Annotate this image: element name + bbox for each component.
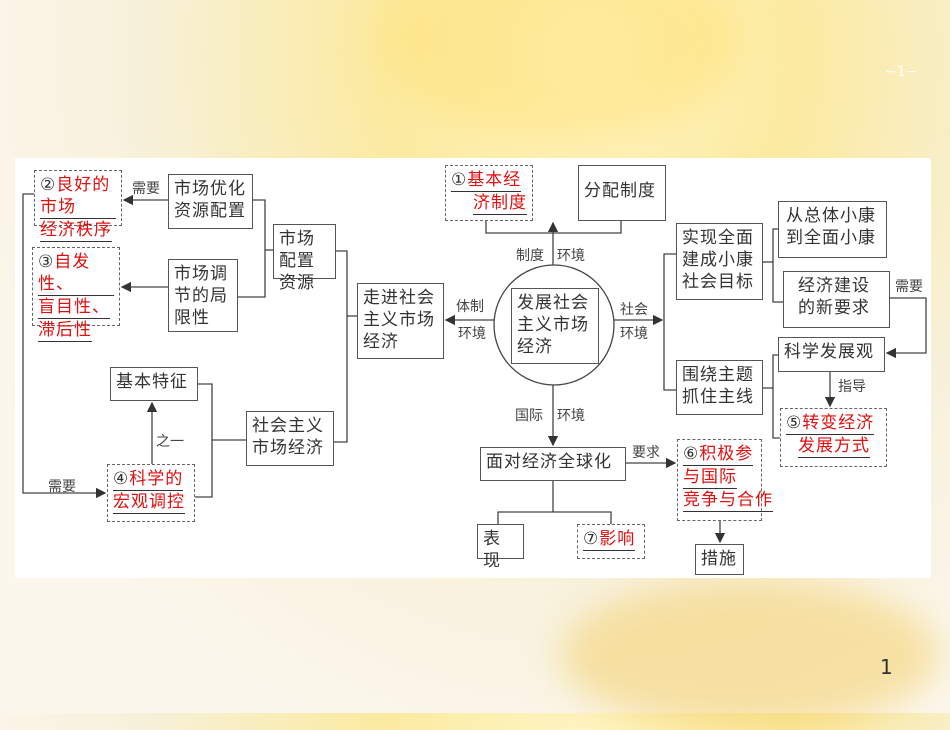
guide-label: 指导 xyxy=(838,379,866,395)
measures-box: 措施 xyxy=(695,544,744,575)
scientific-development-box: 科学发展观 xyxy=(778,337,885,372)
institution-label: 体制 xyxy=(456,299,484,315)
new-requirement-box: 经济建设的新要求 xyxy=(783,271,890,328)
page-marker: −1− xyxy=(885,64,918,80)
system-label: 制度 xyxy=(516,248,544,264)
xiaokang-goal-box: 实现全面建成小康社会目标 xyxy=(676,223,763,300)
basic-features-box: 基本特征 xyxy=(110,367,198,401)
from-total-box: 从总体小康到全面小康 xyxy=(778,201,887,258)
center-box: 发展社会主义市场经济 xyxy=(511,288,599,364)
need-label: 需要 xyxy=(132,181,160,197)
environment-label: 环境 xyxy=(557,408,585,424)
answer-2-box: ②良好的市场 经济秩序 xyxy=(34,170,122,242)
socialist-market-box: 社会主义市场经济 xyxy=(246,411,334,466)
market-limit-box: 市场调节的局限性 xyxy=(168,259,238,332)
answer-6-box: ⑥积极参 与国际 竞争与合作 xyxy=(677,439,773,521)
manifestation-box: 表现 xyxy=(477,524,524,571)
international-label: 国际 xyxy=(515,408,543,424)
distribution-box: 分配制度 xyxy=(578,165,666,221)
answer-1-box: ①基本经 济制度 xyxy=(445,165,533,221)
need-label: 需要 xyxy=(895,279,923,295)
answer-5-box: ⑤转变经济 发展方式 xyxy=(780,408,887,467)
require-label: 要求 xyxy=(632,445,660,461)
environment-label: 环境 xyxy=(458,326,486,342)
answer-7-box: ⑦影响 xyxy=(577,524,645,559)
market-allocate-box: 市场配置资源 xyxy=(273,224,336,293)
theme-box: 围绕主题抓住主线 xyxy=(676,360,763,415)
environment-label: 环境 xyxy=(620,326,648,342)
page-number: 1 xyxy=(880,655,893,679)
market-optimize-box: 市场优化资源配置 xyxy=(168,174,253,229)
background-flower xyxy=(560,580,940,730)
answer-4-box: ④科学的 宏观调控 xyxy=(107,464,195,522)
one-of-label: 之一 xyxy=(156,434,184,450)
society-label: 社会 xyxy=(620,302,648,318)
answer-3-box: ③自发性、 盲目性、 滞后性 xyxy=(32,247,120,342)
globalization-box: 面对经济全球化 xyxy=(480,447,626,481)
need-label: 需要 xyxy=(48,479,76,495)
enter-socialist-market-box: 走进社会主义市场经济 xyxy=(357,283,444,359)
environment-label: 环境 xyxy=(557,248,585,264)
connector-lines xyxy=(22,193,927,544)
